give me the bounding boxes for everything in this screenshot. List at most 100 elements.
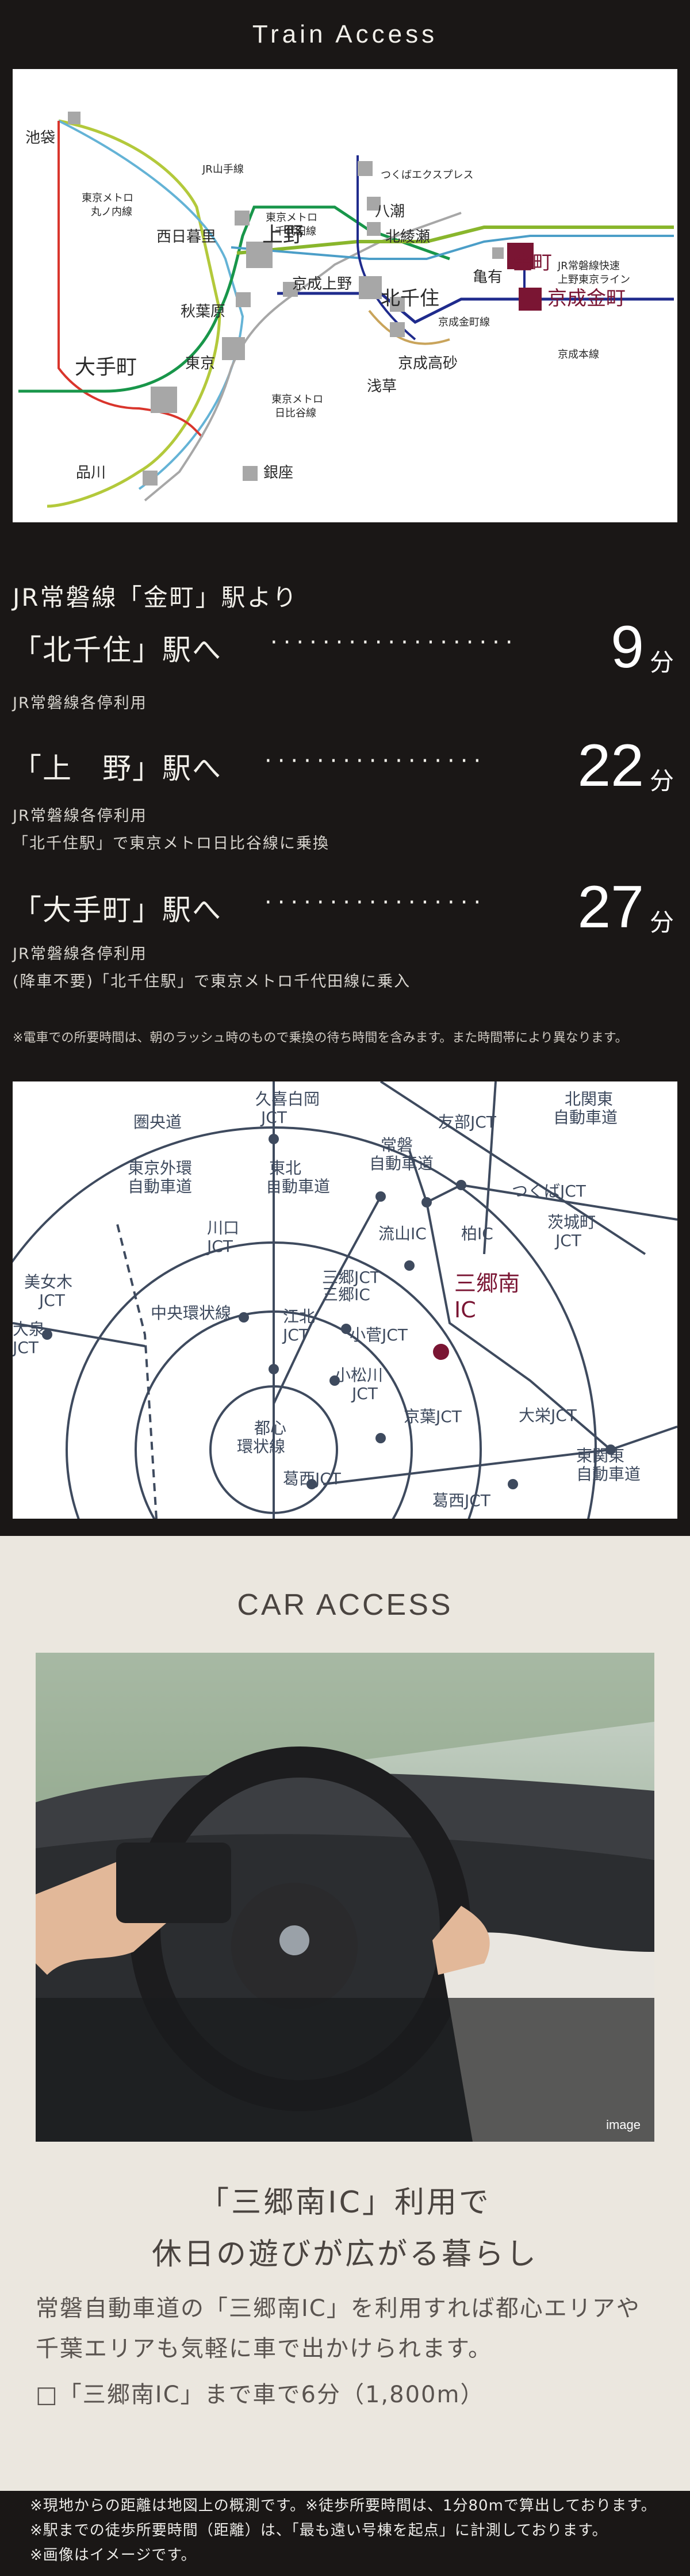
- station-asakusa: 浅草: [367, 378, 397, 395]
- car-photo: image: [36, 1653, 654, 2142]
- access-panel: [0, 522, 690, 1075]
- station-keisei-kanamachi: 京成金町: [547, 287, 626, 310]
- svg-text:小菅JCT: 小菅JCT: [350, 1325, 408, 1344]
- svg-text:大泉: 大泉: [13, 1320, 45, 1339]
- svg-text:日比谷線: 日比谷線: [275, 407, 316, 419]
- svg-text:東京外環: 東京外環: [128, 1159, 192, 1178]
- svg-text:丸ノ内線: 丸ノ内線: [91, 206, 132, 218]
- footer-note: ※画像はイメージです。: [30, 2547, 197, 2564]
- svg-text:圏央道: 圏央道: [133, 1113, 182, 1132]
- svg-text:三郷JCT: 三郷JCT: [322, 1268, 381, 1287]
- station-keisei-takasago: 京成高砂: [398, 355, 458, 372]
- station-keisei-ueno: 京成上野: [292, 276, 352, 293]
- station-shinagawa: 品川: [76, 464, 106, 481]
- station-kitasenju: 北千住: [381, 287, 439, 310]
- station-kanamachi: 金町: [513, 251, 552, 274]
- svg-text:久喜白岡: 久喜白岡: [255, 1090, 320, 1109]
- footer-note: ※現地からの距離は地図上の概測です。※徒歩所要時間は、1分80mで算出しておりま…: [30, 2497, 657, 2514]
- svg-text:自動車道: 自動車道: [553, 1108, 618, 1127]
- svg-text:JCT: JCT: [351, 1384, 378, 1403]
- svg-text:川口: 川口: [207, 1218, 239, 1237]
- svg-text:常磐: 常磐: [381, 1136, 413, 1155]
- route-dest: 「上 野」駅へ: [13, 752, 222, 785]
- car-headline: 「三郷南IC」利用で: [199, 2185, 491, 2220]
- svg-text:JCT: JCT: [260, 1108, 288, 1127]
- svg-text:JCT: JCT: [38, 1291, 66, 1310]
- line-tx: つくばエクスプレス: [381, 169, 473, 181]
- svg-text:葛西JCT: 葛西JCT: [283, 1469, 342, 1488]
- svg-text:環状線: 環状線: [237, 1437, 285, 1456]
- svg-text:小松川: 小松川: [335, 1366, 383, 1385]
- svg-text:江北: 江北: [283, 1307, 315, 1326]
- svg-text:JCT: JCT: [554, 1231, 582, 1250]
- car-body: 千葉エリアも気軽に車で出かけられます。: [36, 2336, 492, 2362]
- route-note: (降車不要)「北千住駅」で東京メトロ千代田線に乗入: [13, 973, 411, 991]
- svg-text:柏IC: 柏IC: [461, 1224, 493, 1243]
- station-ginza: 銀座: [263, 464, 293, 481]
- route-dest: 「大手町」駅へ: [13, 893, 222, 927]
- route-dest: 「北千住」駅へ: [13, 633, 222, 667]
- image-label: image: [606, 2118, 641, 2132]
- station-yashio: 八潮: [375, 203, 405, 220]
- station-ikebukuro: 池袋: [25, 129, 55, 147]
- route-note: JR常磐線各停利用: [13, 807, 147, 825]
- station-tokyo: 東京: [185, 355, 215, 372]
- svg-text:中央環状線: 中央環状線: [151, 1304, 231, 1323]
- line-keisei-kanamachi: 京成金町線: [438, 316, 490, 328]
- svg-text:上野東京ライン: 上野東京ライン: [558, 274, 630, 286]
- svg-text:JCT: JCT: [282, 1325, 309, 1344]
- svg-text:東京メトロ: 東京メトロ: [271, 393, 323, 406]
- station-kameari: 亀有: [473, 269, 503, 286]
- svg-text:三郷南: 三郷南: [454, 1271, 520, 1296]
- svg-text:IC: IC: [454, 1297, 476, 1323]
- station-nishinippori: 西日暮里: [156, 228, 216, 246]
- station-ueno: 上野: [262, 223, 304, 247]
- route-unit: 分: [650, 908, 674, 937]
- svg-text:東北: 東北: [269, 1159, 301, 1178]
- train-route-map: 池袋 西日暮里 上野 秋葉原 東京 大手町 品川 銀座 京成上野 八潮 北綾瀬 …: [13, 69, 677, 522]
- route-minutes: 27: [577, 874, 644, 941]
- route-leader: ·················: [264, 889, 487, 916]
- train-access-title: Train Access: [0, 0, 690, 69]
- svg-text:都心: 都心: [254, 1419, 286, 1438]
- route-unit: 分: [650, 767, 674, 795]
- car-bullet: □「三郷南IC」まで車で6分（1,800m）: [36, 2382, 485, 2408]
- route-minutes: 9: [611, 614, 644, 681]
- svg-text:JCT: JCT: [13, 1338, 39, 1357]
- svg-text:JCT: JCT: [206, 1237, 233, 1256]
- footer-note: ※駅までの徒歩所要時間（距離）は、「最も遠い号棟を起点」に計測しております。: [30, 2522, 608, 2539]
- route-minutes: 22: [577, 732, 644, 799]
- svg-text:東関東: 東関東: [576, 1446, 624, 1465]
- svg-text:大栄JCT: 大栄JCT: [519, 1406, 577, 1425]
- svg-text:つくばJCT: つくばJCT: [512, 1182, 586, 1201]
- svg-text:友部JCT: 友部JCT: [438, 1113, 497, 1132]
- svg-text:流山IC: 流山IC: [378, 1224, 427, 1243]
- route-leader: ·················: [264, 748, 487, 774]
- svg-text:北関東: 北関東: [565, 1090, 613, 1109]
- svg-text:茨城町: 茨城町: [547, 1213, 596, 1232]
- svg-text:自動車道: 自動車道: [266, 1177, 330, 1196]
- route-note: JR常磐線各停利用: [13, 694, 147, 712]
- access-footnote: ※電車での所要時間は、朝のラッシュ時のもので乗換の待ち時間を含みます。また時間帯…: [13, 1031, 628, 1045]
- svg-text:葛西JCT: 葛西JCT: [432, 1491, 491, 1510]
- svg-text:JR常磐線快速: JR常磐線快速: [557, 260, 620, 272]
- svg-text:自動車道: 自動車道: [128, 1177, 192, 1196]
- station-otemachi: 大手町: [75, 356, 137, 379]
- line-keisei-main: 京成本線: [558, 349, 599, 361]
- svg-text:自動車道: 自動車道: [576, 1465, 641, 1484]
- route-note: 「北千住駅」で東京メトロ日比谷線に乗換: [13, 835, 329, 853]
- svg-text:自動車道: 自動車道: [369, 1154, 434, 1173]
- station-kitaayase: 北綾瀬: [385, 228, 430, 246]
- route-unit: 分: [650, 648, 674, 677]
- svg-text:美女木: 美女木: [24, 1272, 72, 1291]
- route-leader: ···················: [270, 629, 519, 656]
- car-access-title: CAR ACCESS: [237, 1588, 453, 1622]
- line-marunouchi: 東京メトロ: [82, 192, 133, 204]
- svg-text:京葉JCT: 京葉JCT: [404, 1407, 462, 1426]
- station-akihabara: 秋葉原: [181, 303, 225, 320]
- svg-text:三郷IC: 三郷IC: [322, 1285, 370, 1304]
- car-headline: 休日の遊びが広がる暮らし: [151, 2237, 538, 2272]
- access-origin: JR常磐線「金町」駅より: [13, 583, 298, 611]
- route-note: JR常磐線各停利用: [13, 945, 147, 963]
